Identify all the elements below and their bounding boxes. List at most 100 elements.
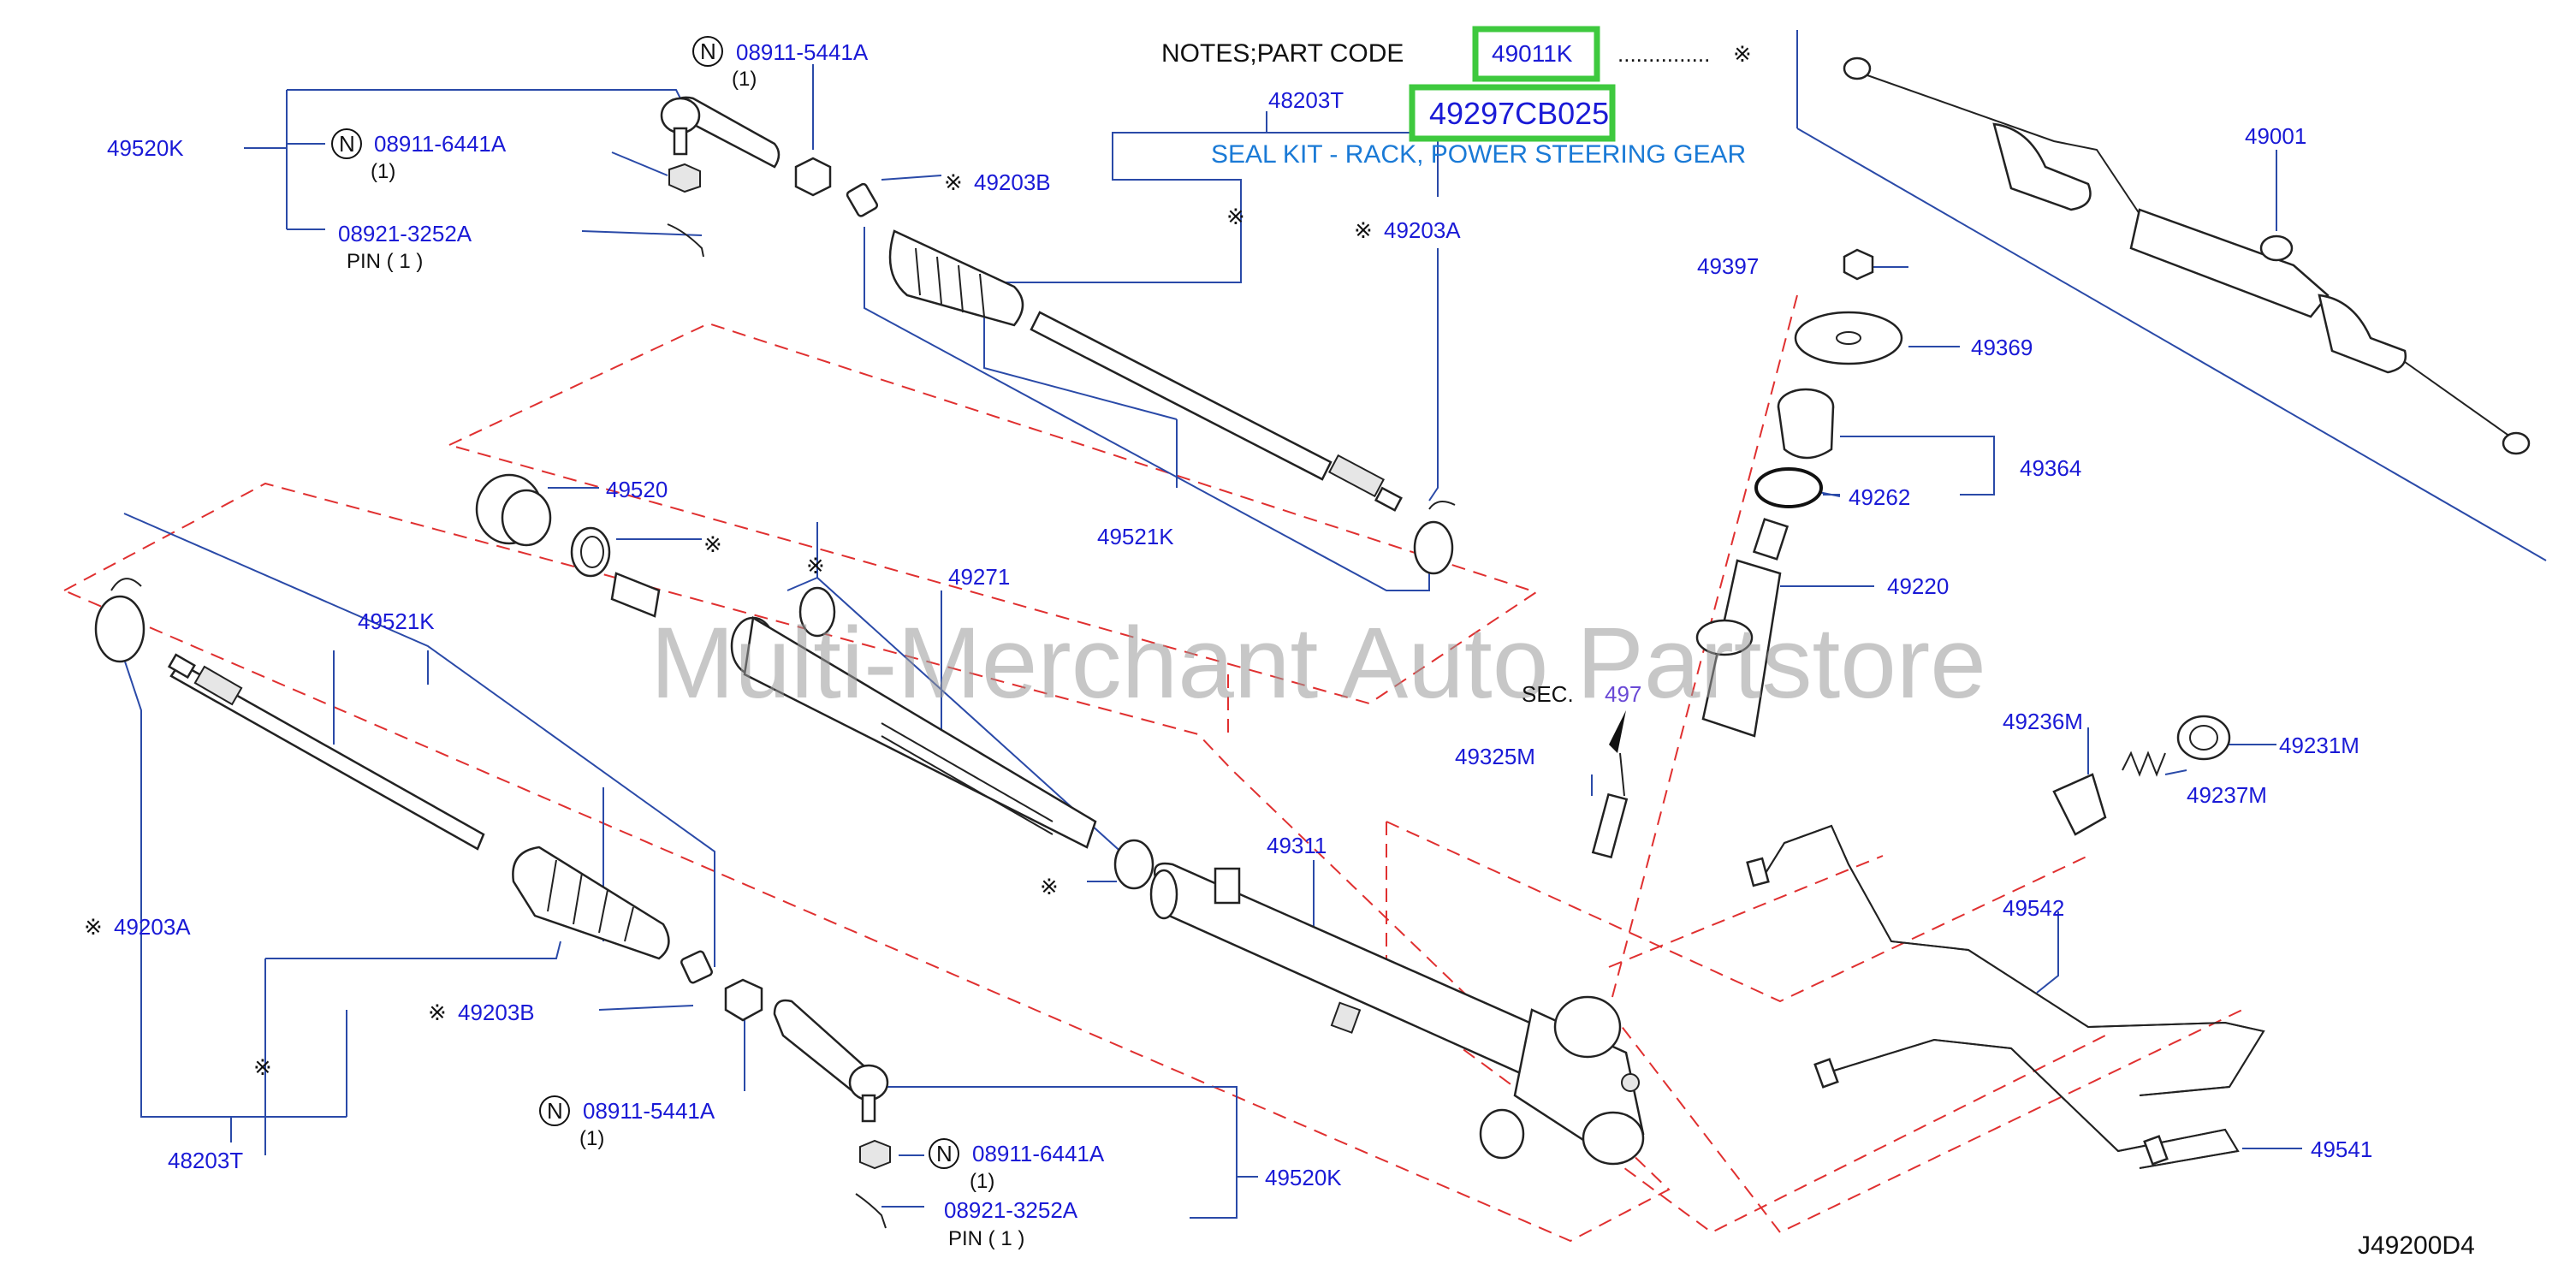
n-marker-bottom-1: N	[539, 1095, 570, 1126]
qty-08911-6441A-bottom: (1)	[970, 1170, 994, 1193]
part-labels: 49520K N 08911-5441A (1) N 08911-6441A (…	[84, 36, 2372, 1250]
ref-mark-49203A-top: ※	[1354, 217, 1373, 243]
clip-49203A-left	[94, 578, 145, 663]
label-49203A-top[interactable]: 49203A	[1384, 217, 1461, 243]
leader-boot-top	[983, 317, 1178, 420]
label-49325M[interactable]: 49325M	[1455, 744, 1535, 769]
label-49364[interactable]: 49364	[2020, 455, 2081, 481]
n-marker-top-1: N	[692, 36, 723, 67]
n-marker-bottom-2: N	[929, 1138, 959, 1169]
dashed-connector-5	[1608, 1009, 2243, 1234]
label-pin-bottom: PIN ( 1 )	[948, 1227, 1024, 1250]
label-49369[interactable]: 49369	[1971, 335, 2033, 360]
clip-49203B-top	[846, 182, 879, 217]
label-08911-5441A-top[interactable]: 08911-5441A	[736, 39, 869, 65]
leader-49203B-left	[598, 1005, 694, 1011]
n-circle-icon	[539, 1095, 570, 1126]
leader-tie-rod-end-top	[287, 89, 686, 108]
part-code-highlight-box	[1472, 26, 1600, 82]
label-49231M[interactable]: 49231M	[2279, 733, 2359, 758]
label-49521K-top[interactable]: 49521K	[1097, 524, 1174, 549]
oring-49262	[1754, 467, 1823, 508]
qty-08911-5441A-top: (1)	[732, 68, 757, 91]
label-48203T-top[interactable]: 48203T	[1268, 87, 1344, 113]
lock-nut-bottom	[724, 978, 763, 1022]
label-49521K-left[interactable]: 49521K	[358, 608, 435, 634]
label-49203A-left[interactable]: 49203A	[114, 914, 191, 940]
ref-mark-49203B-top: ※	[944, 169, 963, 195]
rack-bushing	[610, 572, 661, 618]
label-49001[interactable]: 49001	[2245, 123, 2306, 149]
leader-49203A-top	[1428, 248, 1439, 501]
label-49236M[interactable]: 49236M	[2003, 709, 2083, 734]
seal-ring-49520	[570, 526, 611, 578]
part-code-value[interactable]: 49011K	[1492, 40, 1573, 67]
pipe-49542	[1746, 824, 2265, 1096]
leader-49237M	[2164, 769, 2187, 775]
ref-mark-49271-ring: ※	[806, 553, 825, 579]
ref-mark-49203A-left: ※	[84, 914, 103, 940]
label-49520K-bottom[interactable]: 49520K	[1265, 1165, 1342, 1190]
label-08921-3252A-top[interactable]: 08921-3252A	[338, 221, 472, 246]
label-49203B-top[interactable]: 49203B	[974, 169, 1051, 195]
leader-49521K-left	[123, 513, 715, 967]
upper-dashed-outline	[447, 322, 1539, 705]
n-circle-icon	[331, 128, 362, 159]
pipe-49541	[1813, 1038, 2240, 1169]
n-mark: N	[339, 131, 355, 157]
leader-48203T-top	[1001, 111, 1267, 283]
plug-49325M	[1591, 710, 1629, 859]
n-mark: N	[700, 39, 716, 64]
notes-label: NOTES;PART CODE	[1161, 39, 1404, 68]
washer-49369	[1794, 311, 1903, 365]
leader-49521K-top	[864, 227, 1430, 591]
inner-tie-rod-top	[1030, 311, 1403, 512]
label-49203B-left[interactable]: 49203B	[458, 1000, 535, 1025]
label-08911-6441A-top[interactable]: 08911-6441A	[374, 131, 507, 157]
leader-49262	[1818, 491, 1841, 497]
notes-ref-mark: ※	[1733, 41, 1752, 67]
tie-rod-end-top	[660, 96, 781, 169]
label-08911-5441A-bottom[interactable]: 08911-5441A	[583, 1098, 715, 1124]
label-48203T-bottom[interactable]: 48203T	[168, 1148, 243, 1173]
seal-kit-highlight-box	[1409, 84, 1616, 142]
clip-49203A-top	[1413, 501, 1456, 575]
clip-49203B-left	[680, 950, 713, 984]
seal-kit-description: SEAL KIT - RACK, POWER STEERING GEAR	[1211, 140, 1746, 169]
label-49397[interactable]: 49397	[1697, 253, 1759, 279]
ref-mark-48203T-top: ※	[1226, 204, 1245, 229]
label-49237M[interactable]: 49237M	[2187, 782, 2267, 808]
leader-pin2-top	[581, 230, 703, 236]
nut-49397	[1843, 248, 1874, 281]
ref-mark-48203T-bottom: ※	[253, 1054, 272, 1080]
label-08921-3252A-bottom[interactable]: 08921-3252A	[944, 1197, 1078, 1223]
label-08911-6441A-bottom[interactable]: 08911-6441A	[972, 1141, 1105, 1166]
boot-top	[888, 229, 1024, 327]
cotter-pin-bottom	[855, 1193, 887, 1229]
castle-nut-top	[668, 163, 701, 193]
n-circle-icon	[692, 36, 723, 67]
n-circle-icon	[929, 1138, 959, 1169]
pinion-axis-dash	[1608, 294, 1798, 1011]
label-49271[interactable]: 49271	[948, 564, 1010, 590]
ref-mark-49520-seal: ※	[703, 531, 722, 557]
label-49542[interactable]: 49542	[2003, 895, 2064, 921]
qty-08911-5441A-bottom: (1)	[579, 1127, 604, 1150]
label-49541[interactable]: 49541	[2311, 1136, 2372, 1162]
leader-49364	[1840, 436, 1995, 496]
label-49220[interactable]: 49220	[1887, 573, 1949, 599]
section-ref-number[interactable]: 497	[1605, 681, 1641, 707]
label-49520[interactable]: 49520	[606, 477, 668, 502]
leader-49520K-bottom	[877, 1086, 1238, 1219]
leader-49203A-left	[119, 645, 347, 1118]
inner-tie-rod-left	[167, 653, 485, 851]
rack-49271	[730, 615, 1097, 849]
label-49520K-top[interactable]: 49520K	[107, 135, 184, 161]
lock-nut-top	[794, 157, 832, 197]
bushing-49520	[475, 473, 552, 547]
yoke-49236M	[2052, 773, 2107, 836]
label-49311[interactable]: 49311	[1267, 833, 1327, 858]
seal-kit-part-number[interactable]: 49297CB025	[1429, 96, 1609, 131]
label-49262[interactable]: 49262	[1849, 484, 1910, 510]
